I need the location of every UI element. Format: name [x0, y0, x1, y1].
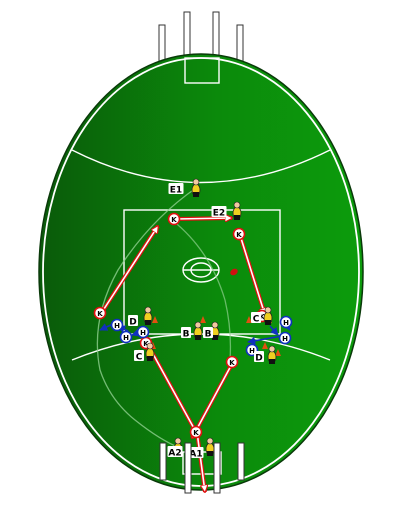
- handball-marker: H: [119, 330, 133, 344]
- handball-marker: H: [110, 318, 124, 332]
- svg-text:K: K: [236, 231, 242, 239]
- svg-text:H: H: [123, 334, 129, 342]
- svg-text:K: K: [259, 313, 265, 321]
- player-a2: A2: [167, 437, 183, 459]
- player-d2: D: [254, 345, 277, 364]
- player-b2: B: [203, 321, 220, 340]
- player-label: B: [205, 330, 212, 340]
- kick-marker: K: [232, 227, 246, 241]
- svg-text:K: K: [193, 429, 199, 437]
- run-path-middle: [171, 219, 232, 361]
- svg-text:K: K: [171, 216, 177, 224]
- player-e2: E2: [211, 201, 242, 220]
- svg-text:H: H: [114, 322, 120, 330]
- svg-text:H: H: [283, 319, 289, 327]
- kick-marker: K: [93, 306, 107, 320]
- run-path-left: [96, 187, 197, 449]
- kick-marker: K: [225, 355, 239, 369]
- svg-text:K: K: [143, 340, 149, 348]
- player-label: B: [183, 330, 190, 340]
- player-label: E1: [170, 186, 182, 196]
- kick-marker: K: [167, 212, 181, 226]
- player-label: A1: [189, 450, 202, 460]
- player-c1: C: [134, 342, 155, 363]
- goal-posts-bottom: [159, 442, 245, 494]
- player-a1: A1: [188, 437, 215, 460]
- player-label: A2: [168, 449, 181, 459]
- player-label: C: [136, 353, 143, 363]
- kick-marker: K: [189, 425, 203, 439]
- svg-text:K: K: [97, 310, 103, 318]
- player-e1: E1: [168, 178, 201, 197]
- svg-text:H: H: [282, 335, 288, 343]
- svg-text:H: H: [249, 347, 255, 355]
- player-b1: B: [181, 321, 203, 340]
- handball-marker: H: [278, 331, 292, 345]
- player-c2: C: [251, 306, 273, 325]
- kick-arrows: [100, 218, 265, 492]
- player-d1: D: [128, 306, 153, 328]
- svg-text:H: H: [140, 329, 146, 337]
- svg-text:K: K: [229, 359, 235, 367]
- player-label: E2: [213, 209, 225, 219]
- handball-marker: H: [136, 325, 150, 339]
- handball-marker: H: [279, 315, 293, 329]
- player-label: D: [129, 318, 136, 328]
- football-icon: [230, 268, 238, 276]
- player-label: D: [255, 354, 262, 364]
- player-label: C: [253, 315, 260, 325]
